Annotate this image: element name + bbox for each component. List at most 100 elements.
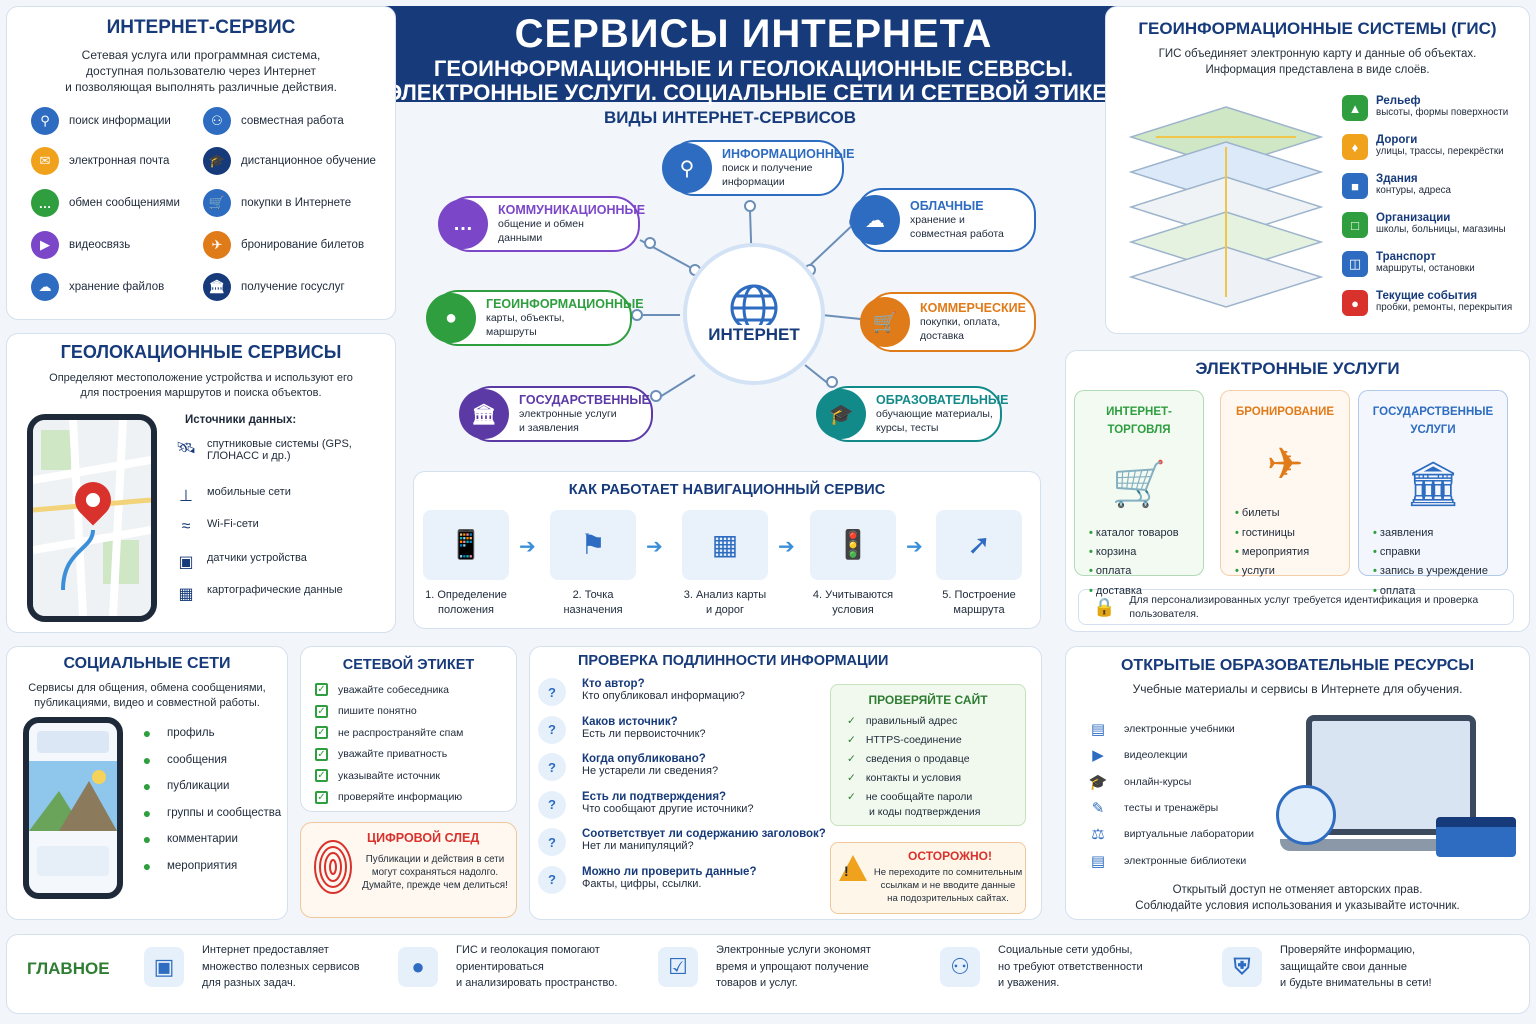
- summary-line-1: ГИС и геолокация помогают: [456, 944, 600, 956]
- summary-line-1: Проверяйте информацию,: [1280, 944, 1416, 956]
- gis-layer-name: Здания: [1376, 173, 1418, 185]
- electronic-service-column: ГОСУДАРСТВЕННЫЕ УСЛУГИ🏛заявлениясправкиз…: [1358, 390, 1508, 597]
- digital-footprint-text-1: Публикации и действия в сети: [365, 854, 505, 865]
- service-item: ☁хранение файлов: [31, 273, 164, 301]
- service-item: ▶видеосвязь: [31, 231, 130, 259]
- etiquette-rule: ✓уважайте собеседника: [315, 679, 463, 701]
- oer-item: ▤электронные учебники: [1088, 720, 1235, 738]
- data-source-item: ▣датчики устройства: [175, 552, 307, 572]
- event-pin-icon: ●: [1342, 290, 1368, 316]
- question-hint: Нет ли манипуляций?: [582, 840, 694, 852]
- social-feature-icon: ●: [142, 725, 152, 741]
- verification-question: ?Каков источник?Есть ли первоисточник?: [538, 715, 706, 744]
- etiquette-title: СЕТЕВОЙ ЭТИКЕТ: [342, 657, 475, 673]
- step-label-1: 4. Учитываются: [812, 589, 894, 601]
- summary-line-2: множество полезных сервисов: [202, 960, 360, 973]
- oer-item-label: видеолекции: [1124, 749, 1188, 762]
- electronic-service-title: ГОСУДАРСТВЕННЫЕ УСЛУГИ: [1372, 406, 1494, 437]
- cart-icon: 🛒: [203, 189, 231, 217]
- search-icon: ⚲: [662, 143, 712, 193]
- service-type-desc-1: карты, объекты,: [486, 311, 565, 324]
- social-feature-icon: ●: [142, 857, 152, 874]
- question-hint: Что сообщают другие источники?: [582, 802, 754, 815]
- graduation-cap-icon: 🎓: [816, 389, 866, 439]
- etiquette-list: ✓уважайте собеседника✓пишите понятно✓не …: [315, 679, 463, 808]
- oer-item-label: электронные библиотеки: [1124, 854, 1247, 867]
- service-type-desc-2: курсы, тесты: [876, 422, 939, 434]
- electronic-service-item: гостиницы: [1235, 524, 1349, 543]
- summary-line-3: и анализировать пространство.: [456, 977, 618, 989]
- check-site-title: ПРОВЕРЯЙТЕ САЙТ: [868, 693, 988, 707]
- service-item-label: покупки в Интернете: [241, 197, 352, 209]
- oer-item-label: тесты и тренажёры: [1124, 801, 1219, 814]
- service-type-desc-2: доставка: [920, 330, 964, 342]
- service-type-desc-2: маршруты: [486, 326, 537, 338]
- step-label-2: назначения: [563, 603, 623, 616]
- electronic-service-item: билеты: [1235, 504, 1349, 523]
- checkbox-checked-icon: ✓: [315, 704, 328, 718]
- summary-line-2: но требуют ответственности: [998, 960, 1143, 973]
- page-subtitle-2: ЭЛЕКТРОННЫЕ УСЛУГИ. СОЦИАЛЬНЫЕ СЕТИ И СЕ…: [386, 80, 1121, 106]
- step-label-1: 3. Анализ карты: [683, 589, 767, 601]
- mail-icon: ✉: [31, 147, 59, 175]
- internet-service-title: ИНТЕРНЕТ-СЕРВИС: [106, 17, 296, 38]
- summary-line-1: Интернет предоставляет: [202, 944, 329, 956]
- digital-footprint-text-3: Думайте, прежде чем делиться!: [362, 880, 508, 892]
- checkbox-checked-icon: ✓: [315, 769, 328, 783]
- internet-center-label: ИНТЕРНЕТ: [704, 325, 804, 345]
- electronic-service-item: каталог товаров: [1089, 524, 1203, 543]
- photo-post-illustration: [29, 761, 117, 831]
- data-source-label-2: ГЛОНАСС и др.): [207, 450, 291, 462]
- flag-icon: ⚑: [550, 510, 636, 580]
- verification-question: ?Можно ли проверить данные?Факты, цифры,…: [538, 865, 756, 894]
- service-item: 🎓дистанционное обучение: [203, 147, 376, 175]
- question-text: Каков источник?: [582, 715, 678, 728]
- question-icon: ?: [538, 828, 566, 856]
- service-type-title: ОБЛАЧНЫЕ: [910, 198, 984, 213]
- gis-layer-desc: улицы, трассы, перекрёстки: [1376, 146, 1504, 157]
- sources-title: Источники данных:: [185, 414, 297, 426]
- gis-title: ГЕОИНФОРМАЦИОННЫЕ СИСТЕМЫ (ГИС): [1138, 19, 1497, 38]
- graduation-cap-icon: 🎓: [1088, 773, 1108, 791]
- check-icon: ✓: [847, 772, 856, 784]
- summary-line-2: защищайте свои данные: [1280, 960, 1408, 973]
- question-icon: ?: [538, 715, 566, 744]
- cart-icon: 🛒: [860, 297, 910, 347]
- video-camera-icon: ▶: [31, 231, 59, 259]
- service-type-desc-1: поиск и получение: [722, 161, 813, 174]
- arrow-right-icon: ➔: [778, 536, 795, 558]
- oer-item: ✎тесты и тренажёры: [1088, 799, 1219, 817]
- summary-item: ⚇Социальные сети удобны,но требуют ответ…: [940, 942, 1143, 992]
- identification-note-text-2: пользователя.: [1129, 608, 1199, 620]
- site-check-item: ✓контакты и условия: [847, 772, 1025, 791]
- ticket-icon: ✈: [203, 231, 231, 259]
- shopping-icon: ☑: [658, 946, 698, 987]
- step-label-1: 2. Точка: [572, 589, 614, 601]
- check-site-box: ПРОВЕРЯЙТЕ САЙТ ✓правильный адрес✓HTTPS-…: [830, 684, 1026, 826]
- service-item: …обмен сообщениями: [31, 189, 180, 217]
- electronic-service-item: доставка: [1089, 582, 1203, 601]
- electronic-service-item: услуги: [1235, 562, 1349, 581]
- verification-question: ?Кто автор?Кто опубликовал информацию?: [538, 678, 745, 706]
- data-source-label: датчики устройства: [207, 552, 307, 564]
- oer-item: ▤электронные библиотеки: [1088, 852, 1246, 870]
- checkbox-checked-icon: ✓: [315, 790, 328, 804]
- internet-service-desc-3: и позволяющая выполнять различные действ…: [65, 80, 337, 95]
- service-type-desc-2: совместная работа: [910, 228, 1004, 240]
- check-icon: ✓: [847, 753, 856, 765]
- gis-layer-desc: пробки, ремонты, перекрытия: [1376, 302, 1513, 313]
- verification-question: ?Соответствует ли содержанию заголовок?Н…: [538, 828, 826, 856]
- social-networks-title: СОЦИАЛЬНЫЕ СЕТИ: [63, 655, 231, 672]
- etiquette-card: СЕТЕВОЙ ЭТИКЕТ ✓уважайте собеседника✓пиш…: [300, 646, 517, 812]
- service-type-desc-2: данными: [498, 232, 543, 244]
- service-item-label: поиск информации: [69, 115, 171, 127]
